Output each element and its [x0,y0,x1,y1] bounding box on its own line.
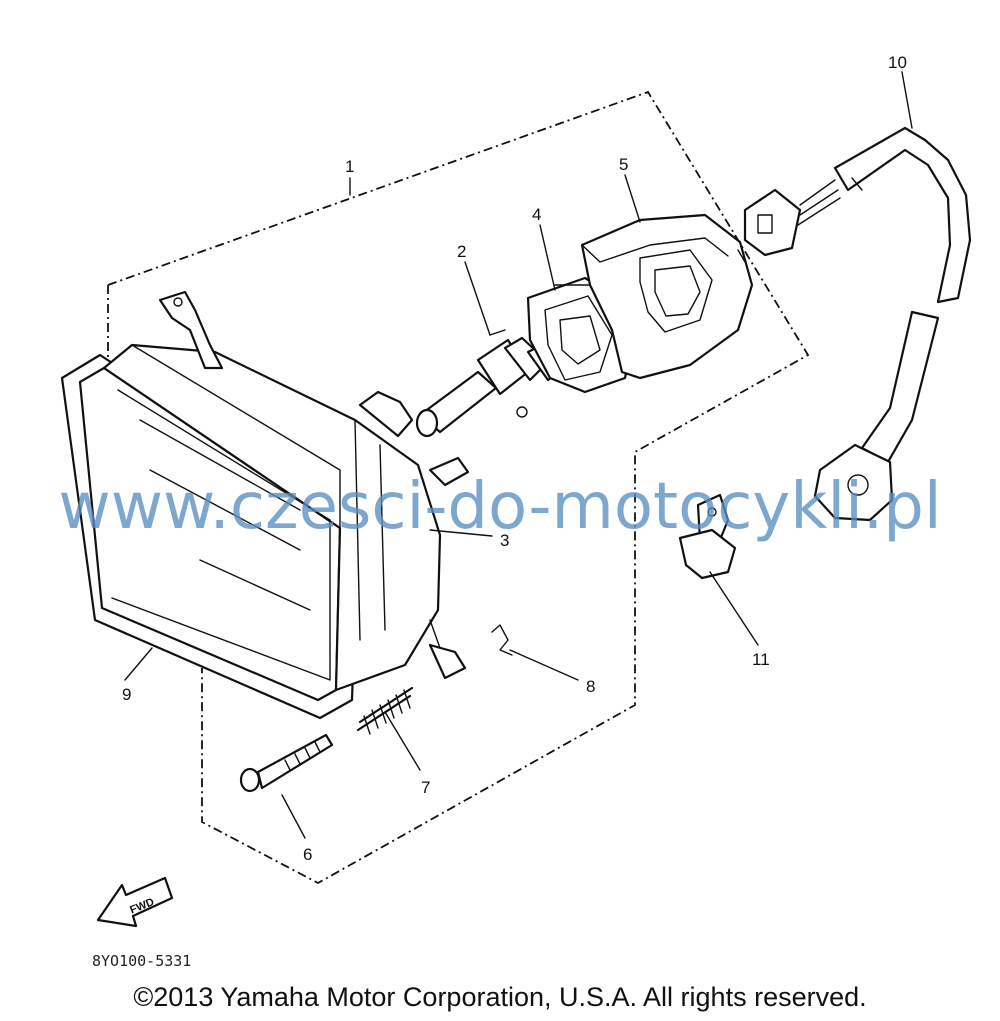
callout-5: 5 [619,155,628,174]
leader-lines [124,71,913,839]
socket-cover [580,213,754,380]
watermark-text: www.czesci-do-motocykli.pl [58,470,942,544]
callout-2: 2 [457,242,466,261]
diagram-code: 8YO100-5331 [92,952,192,970]
fwd-arrow-icon: FWD [96,876,174,928]
headlight-unit [102,290,470,692]
callout-3: 3 [500,531,509,550]
callout-6: 6 [303,845,312,864]
callout-8: 8 [586,677,595,696]
screw [239,733,334,793]
lead-wire [743,126,972,522]
callouts: 1 2 3 4 5 6 7 8 9 10 11 [122,53,907,864]
copyright-notice: ©2013 Yamaha Motor Corporation, U.S.A. A… [133,982,867,1012]
spring [356,686,414,735]
callout-9: 9 [122,685,131,704]
callout-4: 4 [532,205,541,224]
callout-10: 10 [888,53,907,72]
callout-7: 7 [421,778,430,797]
clamp [678,493,737,580]
callout-11: 11 [752,650,770,669]
callout-1: 1 [345,157,354,176]
assembly-boundary [107,90,810,885]
spring-pin [491,624,513,656]
